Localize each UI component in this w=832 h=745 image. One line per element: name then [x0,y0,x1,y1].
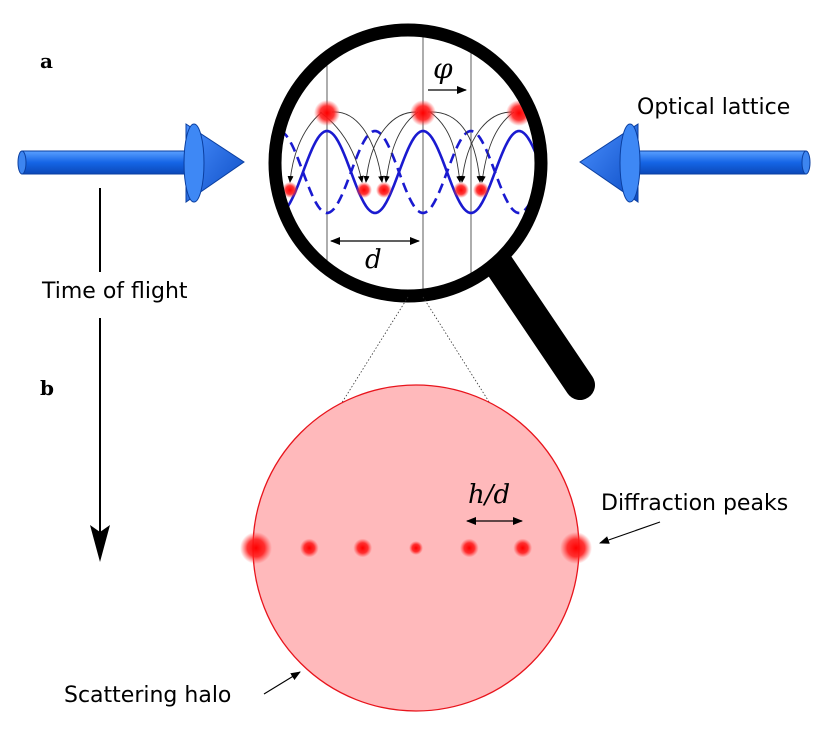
atom-lattice-site [314,100,340,126]
scattering-halo-label: Scattering halo [64,683,231,708]
diffraction-peak [513,538,533,558]
laser-beam-arrow-right-icon [17,123,245,203]
diffraction-peak [353,538,373,558]
panel-label-b: b [40,376,54,400]
shifted-lattice-potential-wave [281,129,535,215]
scattering-halo-pointer [263,671,301,695]
tunneling-arrow [427,111,483,183]
magnifying-glass-icon [482,247,595,400]
atom-shifted-site [376,182,392,198]
panel-label-a: a [40,49,53,73]
tunneling-arrow [363,111,417,183]
time-of-flight-label: Time of flight [41,279,188,304]
diffraction-peak [560,532,592,564]
tunneling-arrow [429,111,463,183]
momentum-spacing-label: h/d [468,480,510,510]
diffraction-peaks-pointer [599,521,661,544]
atom-shifted-site [282,182,298,198]
lens-view [281,36,535,290]
diffraction-peak [459,538,479,558]
diffraction-peaks-group [240,532,592,564]
time-of-flight-arrow [90,188,110,562]
diffraction-peak [240,532,272,564]
optical-lattice-label: Optical lattice [637,95,790,120]
lattice-potential-wave [281,129,535,215]
lattice-spacing-label: d [365,245,382,275]
phase-label: φ [433,52,453,85]
atom-lattice-site [410,100,436,126]
diffraction-peak [299,538,319,558]
atom-shifted-site [356,182,372,198]
laser-beam-arrow-left-icon [579,123,811,203]
atom-shifted-site [473,182,489,198]
tunneling-arrow [459,111,513,183]
magnifier-lens-ring [268,23,548,303]
diffraction-peak [409,541,423,555]
diffraction-peaks-label: Diffraction peaks [601,491,788,516]
atom-shifted-site [453,182,469,198]
